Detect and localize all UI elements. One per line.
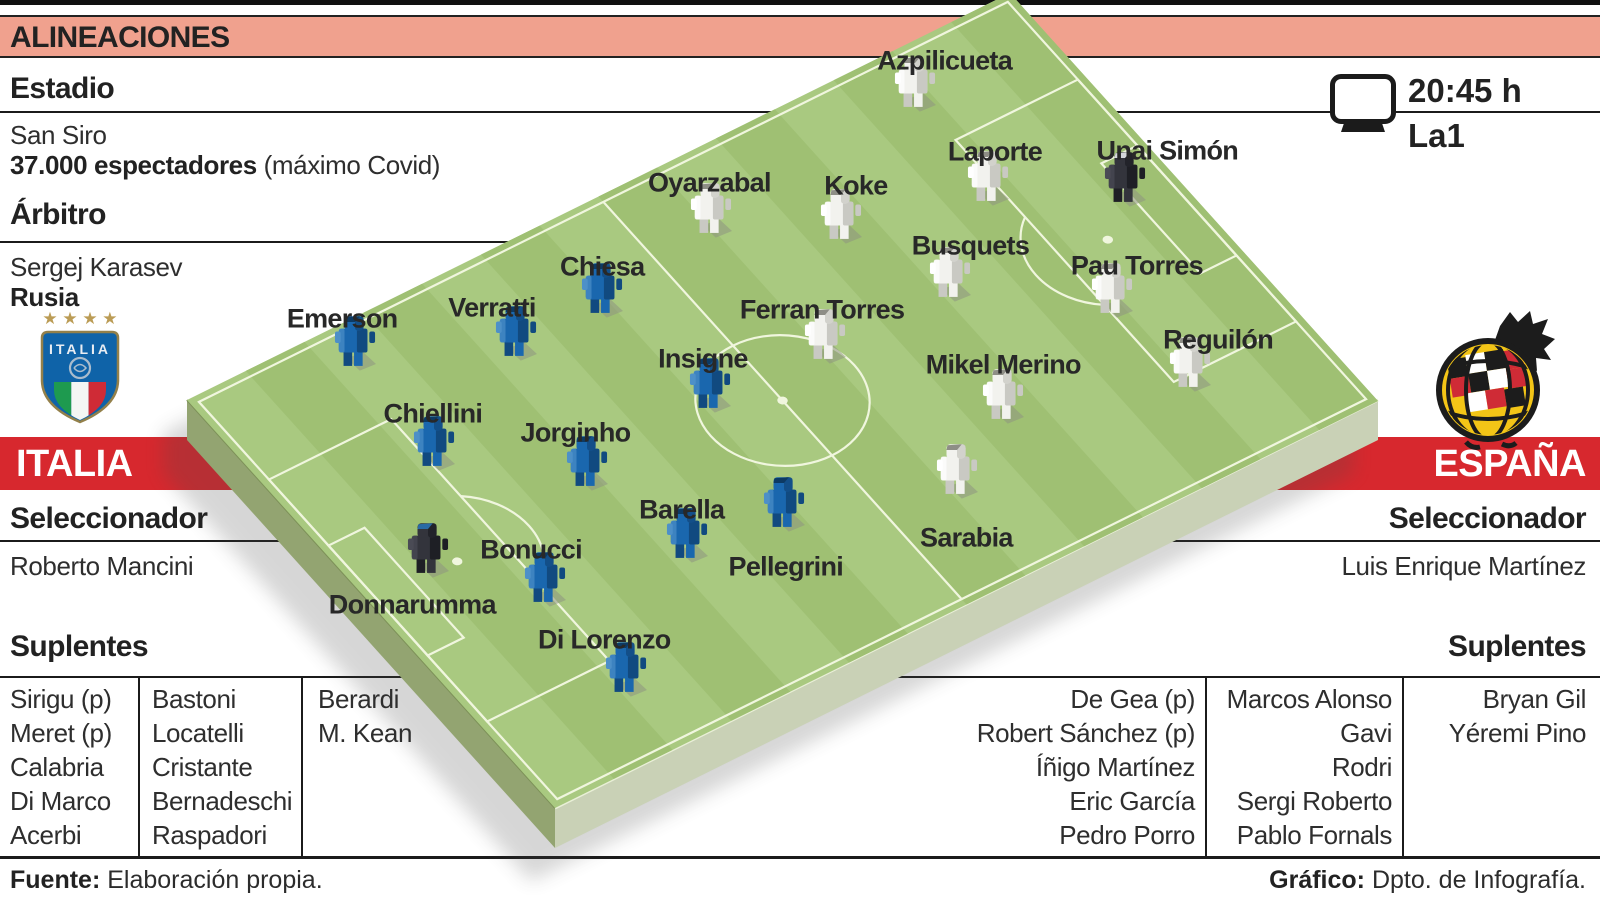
substitute-name: Marcos Alonso xyxy=(1226,684,1393,714)
substitute-name: Meret (p) xyxy=(10,718,112,748)
substitute-name: Gavi xyxy=(1340,718,1392,748)
substitute-name: Íñigo Martínez xyxy=(1035,752,1196,782)
pitch-surface xyxy=(187,0,1378,808)
substitute-name: Berardi xyxy=(318,684,400,714)
substitute-name: Bernadeschi xyxy=(152,786,293,816)
coach-italy: Roberto Mancini xyxy=(10,551,194,581)
subs-italy-col3: Berardi M. Kean xyxy=(318,682,412,750)
substitute-name: M. Kean xyxy=(318,718,413,748)
substitute-name: Calabria xyxy=(10,752,104,782)
stadium-heading: Estadio xyxy=(10,72,115,105)
substitute-name: Acerbi xyxy=(10,820,82,850)
tv-icon-base xyxy=(1341,119,1385,132)
substitute-name: Raspadori xyxy=(152,820,267,850)
substitute-name: Bastoni xyxy=(152,684,236,714)
coach-heading-italy: Seleccionador xyxy=(10,502,208,535)
coach-heading-spain: Seleccionador xyxy=(1388,502,1587,535)
substitute-name: Pablo Fornals xyxy=(1236,820,1393,850)
pitch-side-left xyxy=(187,400,555,848)
substitute-name: Eric García xyxy=(1069,786,1195,816)
spain-checker xyxy=(1443,345,1533,435)
italy-stars: ★ ★ ★ ★ xyxy=(42,309,117,328)
subs-spain-col1: De Gea (p) Robert Sánchez (p) Íñigo Martín… xyxy=(976,682,1196,852)
figc-emblem xyxy=(68,356,92,380)
top-border xyxy=(0,0,1600,5)
divider xyxy=(0,241,760,243)
kickoff-time: 20:45 h xyxy=(1408,72,1522,109)
substitute-name: Yéremi Pino xyxy=(1448,718,1587,748)
substitute-name: Rodri xyxy=(1331,752,1393,782)
team-name-spain: ESPAÑA xyxy=(1433,443,1586,485)
pitch-side-right xyxy=(555,400,1378,848)
referee-country: Rusia xyxy=(10,282,79,312)
substitute-name: Sirigu (p) xyxy=(10,684,112,714)
referee-heading: Árbitro xyxy=(10,198,106,231)
substitute-name: Sergi Roberto xyxy=(1236,786,1393,816)
capacity-note: (máximo Covid) xyxy=(256,150,441,180)
substitute-name: De Gea (p) xyxy=(1070,684,1195,714)
header-bar xyxy=(0,15,1600,58)
italy-shield-text: ITALIA xyxy=(49,341,111,357)
tv-icon xyxy=(1330,74,1396,124)
substitute-name: Robert Sánchez (p) xyxy=(976,718,1196,748)
italy-tricolor xyxy=(54,382,106,420)
table-divider xyxy=(1402,678,1404,856)
substitute-name: Pedro Porro xyxy=(1059,820,1195,850)
coach-spain: Luis Enrique Martínez xyxy=(1341,551,1586,581)
substitute-name: Bryan Gil xyxy=(1482,684,1587,714)
source-credit: Fuente: Elaboración propia. xyxy=(10,866,323,894)
spain-crest xyxy=(1428,296,1568,461)
page-title: ALINEACIONES xyxy=(10,21,230,54)
italy-crest: ★ ★ ★ ★ ITALIA xyxy=(28,306,132,451)
stadium-name: San Siro xyxy=(10,120,107,150)
stadium-capacity: 37.000 espectadores (máximo Covid) xyxy=(10,150,440,181)
table-divider xyxy=(138,678,140,856)
substitute-name: Cristante xyxy=(152,752,253,782)
pitch-markings xyxy=(199,2,1366,799)
subs-heading-italy: Suplentes xyxy=(10,630,149,663)
graphic-credit: Gráfico: Dpto. de Infografía. xyxy=(1269,866,1586,894)
substitute-name: Locatelli xyxy=(152,718,244,748)
divider xyxy=(0,856,1600,859)
capacity-value: 37.000 espectadores xyxy=(10,150,257,180)
substitute-name: Di Marco xyxy=(10,786,111,816)
table-divider xyxy=(1205,678,1207,856)
team-name-italy: ITALIA xyxy=(16,443,133,485)
subs-heading-spain: Suplentes xyxy=(1448,630,1587,663)
table-divider xyxy=(301,678,303,856)
referee-name: Sergej Karasev xyxy=(10,252,183,282)
tv-channel: La1 xyxy=(1408,117,1465,154)
